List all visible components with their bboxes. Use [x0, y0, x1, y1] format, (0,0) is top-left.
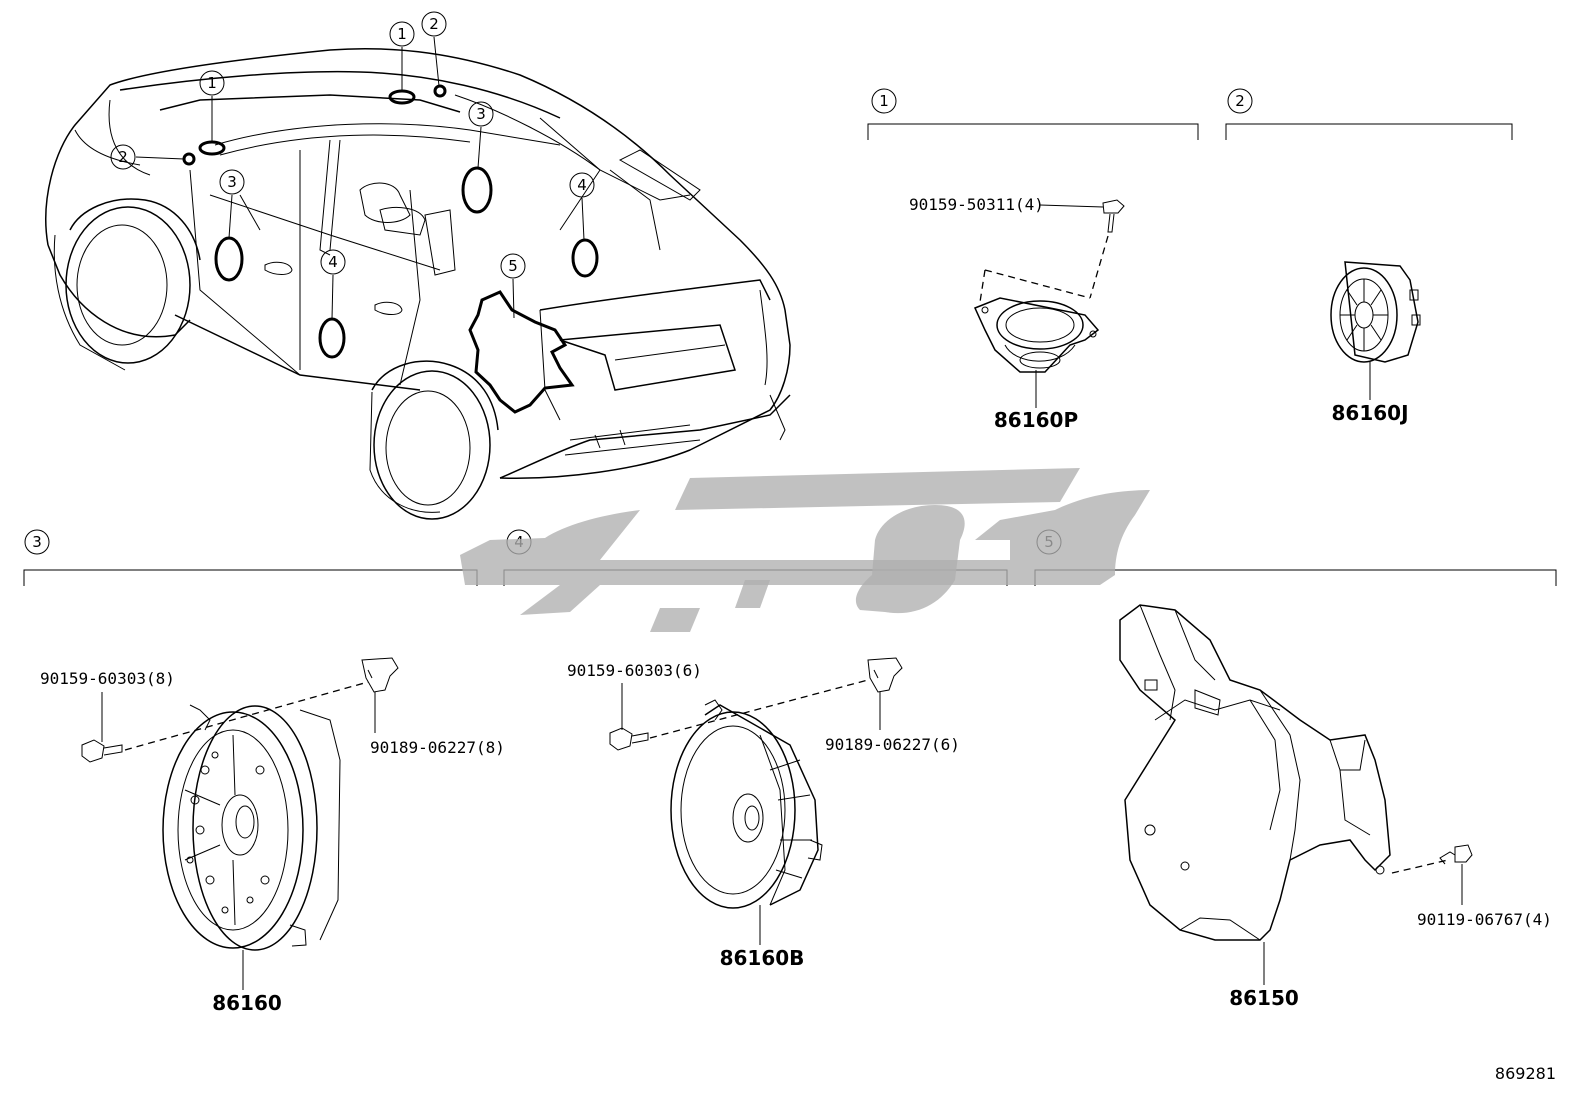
screw-icon: [609, 727, 649, 751]
door-speaker-86160b-icon: [670, 699, 823, 909]
subwoofer-86150-icon: [1119, 604, 1391, 941]
nut-label-90189-06227-6: 90189-06227(6): [825, 735, 960, 754]
screw-icon: [1102, 199, 1125, 233]
callout-1-rear: 1: [397, 25, 407, 43]
part-number-86150: 86150: [1229, 986, 1299, 1010]
part-number-86160: 86160: [212, 991, 282, 1015]
callout-3-front: 3: [227, 173, 237, 191]
bolt-label-90119-06767: 90119-06767(4): [1417, 910, 1552, 929]
group-1-section: 1 90159-50311(4) 86160P: [867, 88, 1199, 432]
screw-label-90159-60303-6: 90159-60303(6): [567, 661, 702, 680]
callout-1-front: 1: [207, 74, 217, 92]
diagram-reference-number: 869281: [1495, 1064, 1556, 1083]
bolt-icon: [1439, 844, 1473, 865]
screw-icon: [81, 739, 123, 763]
group-3-section: 3 90159-60303(8) 90189-06227(8): [23, 529, 505, 1015]
part-number-86160p: 86160P: [994, 408, 1078, 432]
watermark-logo: [460, 468, 1150, 632]
callout-3-rear: 3: [476, 105, 486, 123]
group-3-callout: 3: [32, 533, 42, 551]
nut-label-90189-06227-8: 90189-06227(8): [370, 738, 505, 757]
group-2-callout: 2: [1235, 92, 1245, 110]
callout-4-rear: 4: [577, 176, 587, 194]
callout-2-rear: 2: [429, 15, 439, 33]
callout-2-front: 2: [118, 148, 128, 166]
screw-label-90159-50311: 90159-50311(4): [909, 195, 1044, 214]
part-number-86160b: 86160B: [720, 946, 805, 970]
clip-nut-icon: [361, 657, 399, 693]
group-5-section: 5 90119-06767(4) 86150: [1034, 529, 1557, 1010]
clip-nut-icon: [867, 657, 903, 693]
tweeter-speaker-86160p-icon: [973, 297, 1100, 373]
tweeter-speaker-86160j-icon: [1330, 261, 1421, 363]
group-1-callout: 1: [879, 92, 889, 110]
door-speaker-86160-icon: [162, 704, 341, 951]
callout-5: 5: [508, 257, 518, 275]
callout-4-front: 4: [328, 253, 338, 271]
group-2-section: 2 86160J: [1225, 88, 1513, 425]
part-number-86160j: 86160J: [1331, 401, 1408, 425]
screw-label-90159-60303-8: 90159-60303(8): [40, 669, 175, 688]
vehicle-overview-illustration: 1 1 2 2 3 3 4 4 5: [45, 11, 791, 520]
